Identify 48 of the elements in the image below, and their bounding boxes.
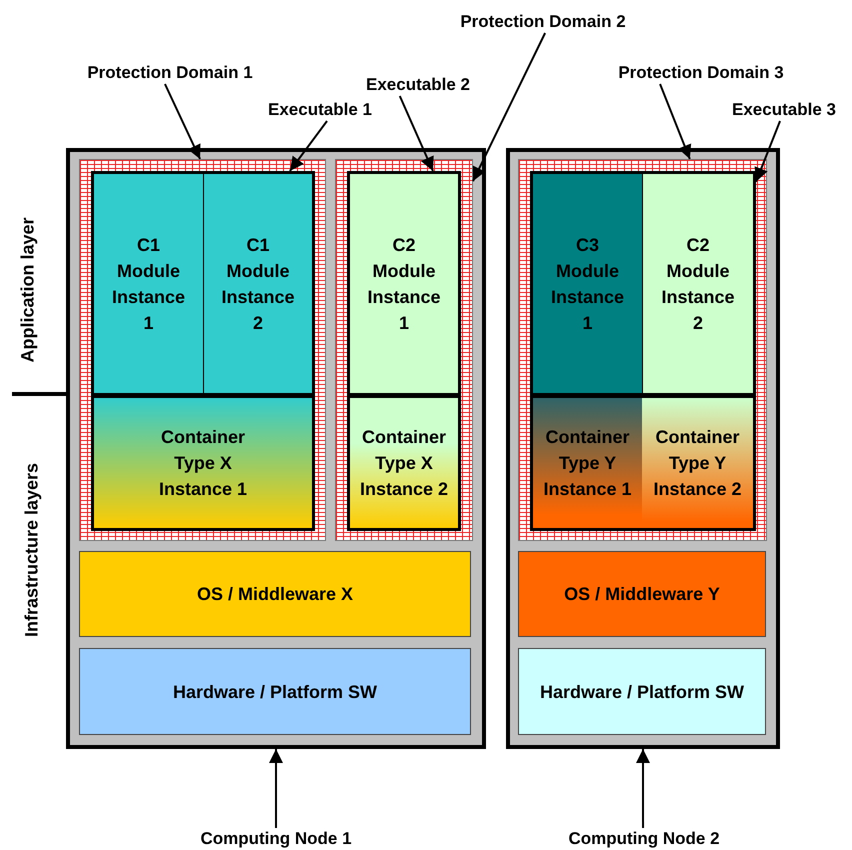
leader-arrow	[398, 96, 434, 172]
leader-arrow	[472, 32, 546, 182]
callout-label: Protection Domain 2	[438, 11, 648, 33]
hardware-bar	[79, 648, 471, 735]
module-box	[642, 174, 753, 393]
container-box	[642, 393, 753, 528]
leader-arrow	[289, 120, 328, 172]
layer-label: Infrastructure layers	[22, 462, 42, 638]
hardware-label: Hardware / Platform SW	[172, 680, 378, 704]
module-box	[94, 174, 203, 393]
computing-node-box	[66, 148, 486, 749]
module-label: C2 Module Instance 1	[366, 234, 442, 334]
module-label: C1 Module Instance 2	[220, 234, 296, 334]
callout-label: Executable 1	[255, 99, 385, 121]
module-label: C2 Module Instance 2	[660, 234, 736, 334]
hardware-bar	[518, 648, 766, 735]
leader-arrow	[164, 84, 201, 160]
container-box	[533, 393, 642, 528]
callout-label: Protection Domain 1	[65, 62, 275, 84]
leader-arrow	[269, 749, 283, 828]
container-box	[350, 393, 458, 528]
middleware-bar	[518, 551, 766, 637]
module-box	[350, 174, 458, 393]
computing-node-box	[506, 148, 780, 749]
middleware-bar	[79, 551, 471, 637]
container-label: Container Type Y Instance 1	[542, 426, 633, 501]
callout-label: Executable 2	[353, 74, 483, 96]
middleware-label: OS / Middleware Y	[564, 583, 720, 606]
module-box	[203, 174, 312, 393]
container-label: Container Type Y Instance 2	[652, 426, 743, 501]
module-box	[533, 174, 642, 393]
callout-label: Protection Domain 3	[596, 62, 806, 84]
container-label: Container Type X Instance 2	[358, 426, 450, 501]
callout-label: Executable 3	[718, 99, 850, 121]
middleware-label: OS / Middleware X	[196, 583, 354, 606]
leader-arrow	[754, 120, 781, 182]
callout-label: Computing Node 2	[546, 828, 742, 850]
leader-arrow	[659, 84, 692, 160]
leader-arrow	[636, 749, 650, 828]
hardware-label: Hardware / Platform SW	[540, 680, 744, 704]
executable-box	[347, 171, 461, 531]
layer-label: Application layer	[18, 217, 38, 363]
module-label: C3 Module Instance 1	[550, 234, 626, 334]
container-box	[94, 393, 312, 528]
callout-label: Computing Node 1	[178, 828, 374, 850]
container-label: Container Type X Instance 1	[158, 426, 248, 501]
protection-domain-box	[335, 159, 473, 541]
module-label: C1 Module Instance 1	[110, 234, 186, 334]
